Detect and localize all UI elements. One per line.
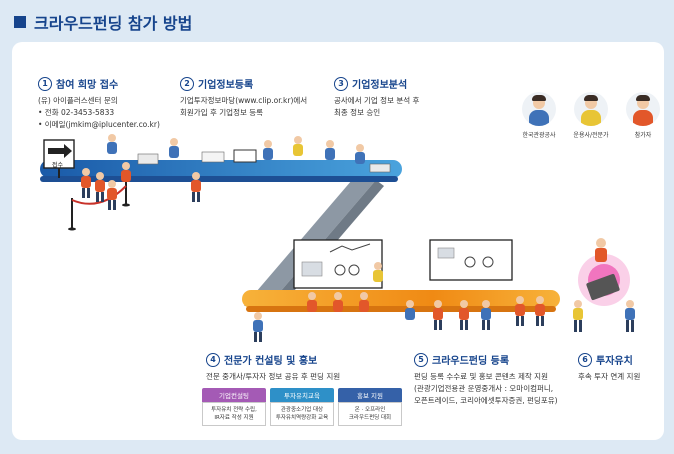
support-tags: 기업컨설팅 투자유치 전략 수립, IR자료 작성 지원 투자유치교육 관광중소… [202, 388, 402, 426]
role-tourism-org-label: 한국관광공사 [522, 132, 556, 139]
role-participant: 참가자 [624, 92, 662, 139]
tag-promotion-line-2: 크라우드펀딩 대회 [348, 415, 392, 421]
reception-sign-label: 접수 [52, 161, 64, 169]
step-6-line-1: 후속 투자 연계 지원 [578, 372, 641, 381]
step-5: 5 크라우드펀딩 등록 펀딩 등록 수수료 및 홍보 콘텐츠 제작 지원 (관광기… [414, 352, 558, 407]
role-manager-expert-label: 운용사/전문가 [573, 132, 609, 139]
step-3-number: 3 [334, 76, 348, 91]
step-3-line-1: 공사에서 기업 정보 분석 후 [334, 96, 420, 105]
top-desks [107, 134, 391, 202]
page-title-text: 크라우드펀딩 참가 방법 [34, 14, 193, 33]
title-square-icon [14, 16, 26, 28]
step-1-line-1: (유) 아이플러스센터 문의 [38, 96, 118, 105]
presentation-board-left [293, 239, 383, 289]
bottom-people [253, 262, 545, 342]
tag-consulting-title: 기업컨설팅 [202, 388, 266, 402]
role-manager-expert: 운용사/전문가 [572, 92, 610, 139]
tag-promotion-title: 홍보 지원 [338, 388, 402, 402]
manager-expert-avatar-icon [574, 92, 608, 126]
step-2-number: 2 [180, 76, 194, 91]
step-5-line-1: 펀딩 등록 수수료 및 홍보 콘텐츠 제작 지원 [414, 372, 548, 381]
tag-consulting-line-2: IR자료 작성 지원 [214, 415, 254, 421]
step-1-line-2: • 전화 02-3453-5833 [38, 108, 115, 117]
tag-education-line-1: 관광중소기업 대상 [280, 407, 324, 413]
tag-education: 투자유치교육 관광중소기업 대상 투자유치역량강화 교육 [270, 388, 334, 426]
step-5-title: 크라우드펀딩 등록 [432, 356, 510, 367]
tag-promotion-line-1: 온 · 오프라인 [354, 407, 386, 413]
top-belt [40, 160, 402, 178]
step-5-number: 5 [414, 352, 428, 367]
step-1-line-3: • 이메일(jmkim@iplucenter.co.kr) [38, 120, 160, 129]
step-3-line-2: 최종 정보 승인 [334, 108, 381, 117]
step-2-line-1: 기업투자정보마당(www.clip.or.kr)에서 [180, 96, 308, 105]
bottom-belt [242, 290, 560, 308]
tourism-org-avatar-icon [522, 92, 556, 126]
step-4-number: 4 [206, 352, 220, 367]
top-belt-front [40, 176, 398, 182]
presentation-board-right [429, 239, 513, 281]
role-legend: 한국관광공사 운용사/전문가 참가자 [520, 92, 662, 139]
step-6-number: 6 [578, 352, 592, 367]
step-2-line-2: 회원가입 후 기업정보 등록 [180, 108, 264, 117]
queue-people [81, 162, 131, 210]
step-1-number: 1 [38, 76, 52, 91]
tag-promotion: 홍보 지원 온 · 오프라인 크라우드펀딩 대회 [338, 388, 402, 426]
step-3-title: 기업정보분석 [352, 80, 408, 91]
step-1-title: 참여 희망 접수 [56, 80, 119, 91]
step-5-line-3: 오픈트레이드, 코리아에셋투자증권, 펀딩포유) [414, 396, 558, 405]
investment-celebration [573, 238, 635, 332]
step-2: 2 기업정보등록 기업투자정보마당(www.clip.or.kr)에서 회원가입 … [180, 76, 307, 119]
page-title: 크라우드펀딩 참가 방법 [14, 10, 192, 34]
tag-education-title: 투자유치교육 [270, 388, 334, 402]
tag-education-line-2: 투자유치역량강화 교육 [275, 415, 329, 421]
step-5-line-2: (관광기업전용관 운영중개사 : 오마이컴퍼니, [414, 384, 554, 393]
step-4-title: 전문가 컨설팅 및 홍보 [224, 356, 318, 367]
step-3: 3 기업정보분석 공사에서 기업 정보 분석 후 최종 정보 승인 [334, 76, 419, 119]
queue-stanchions [68, 182, 130, 231]
step-1: 1 참여 희망 접수 (유) 아이플러스센터 문의 • 전화 02-3453-58… [38, 76, 160, 131]
step-6: 6 투자유치 후속 투자 연계 지원 [578, 352, 640, 383]
reception-sign [43, 139, 75, 178]
participant-avatar-icon [626, 92, 660, 126]
bottom-belt-front [246, 306, 556, 312]
step-6-title: 투자유치 [596, 356, 633, 367]
tag-consulting-line-1: 투자유치 전략 수립, [211, 407, 257, 413]
tag-consulting: 기업컨설팅 투자유치 전략 수립, IR자료 작성 지원 [202, 388, 266, 426]
step-4-line-1: 전문 중개사/투자자 정보 공유 후 펀딩 지원 [206, 372, 341, 381]
role-participant-label: 참가자 [634, 132, 652, 139]
step-2-title: 기업정보등록 [198, 80, 254, 91]
role-tourism-org: 한국관광공사 [520, 92, 558, 139]
step-4: 4 전문가 컨설팅 및 홍보 전문 중개사/투자자 정보 공유 후 펀딩 지원 [206, 352, 340, 383]
